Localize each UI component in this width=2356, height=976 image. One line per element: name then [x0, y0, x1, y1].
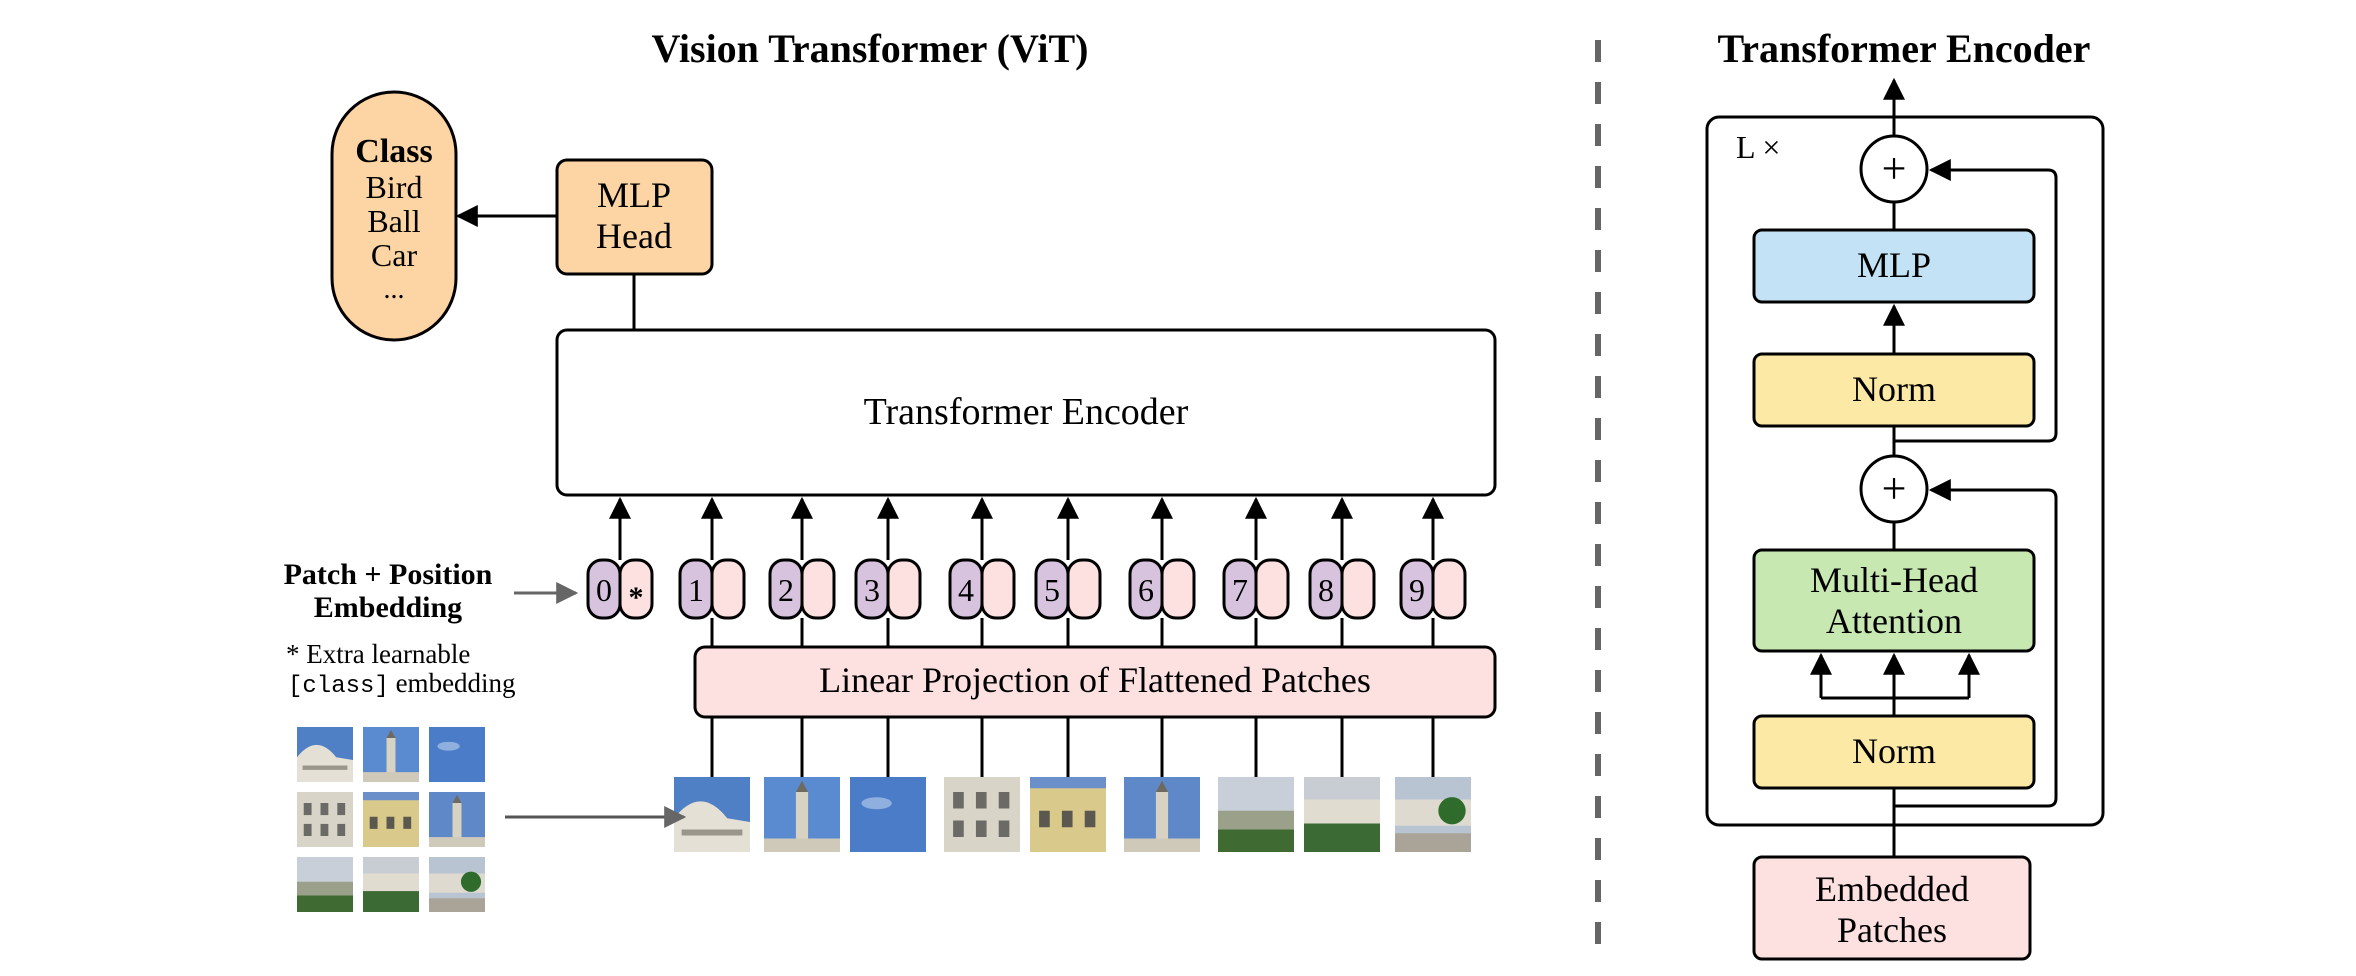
grid-patch-6 — [429, 792, 485, 847]
token-6: 6 — [1128, 496, 1196, 647]
embedded-line1: Embedded — [1815, 869, 1969, 909]
class-output: Class Bird Ball Car ... — [330, 90, 458, 342]
patch-position-label-line2: Embedding — [314, 591, 462, 624]
mlp-block: MLP — [1752, 228, 2036, 304]
grid-patch-5 — [363, 792, 419, 847]
position-number: 8 — [1318, 572, 1334, 608]
grid-patch-7 — [297, 857, 353, 912]
patch-5 — [1030, 777, 1106, 852]
patch-embedding-pill — [1254, 558, 1290, 620]
transformer-encoder-label: Transformer Encoder — [864, 391, 1189, 433]
patch-9 — [1395, 777, 1471, 852]
source-image-grid — [297, 727, 485, 912]
extra-note-line1: * Extra learnable — [286, 639, 470, 669]
patch-6 — [1124, 777, 1200, 852]
position-number: 9 — [1409, 572, 1425, 608]
position-number: 1 — [688, 572, 704, 608]
norm-top-label: Norm — [1852, 369, 1936, 409]
class-item-ellipsis: ... — [384, 274, 405, 305]
patch-embedding-pill — [1066, 558, 1102, 620]
position-number: 5 — [1044, 572, 1060, 608]
linear-projection-label: Linear Projection of Flattened Patches — [819, 660, 1371, 700]
patch-embedding-pill — [1431, 558, 1467, 620]
qkv-arrows — [1810, 652, 1980, 716]
patch-embedding-pill — [710, 558, 746, 620]
vit-title: Vision Transformer (ViT) — [651, 26, 1088, 71]
patch-7 — [1218, 777, 1294, 852]
residual-add-bottom: + — [1859, 454, 1929, 524]
extra-class-token-star: * — [629, 581, 644, 614]
grid-patch-9 — [429, 857, 485, 912]
position-number: 3 — [864, 572, 880, 608]
token-9: 9 — [1399, 496, 1467, 647]
patch-position-label-line1: Patch + Position — [284, 558, 493, 591]
residual-path-bottom — [1894, 479, 2058, 808]
class-item-bird: Bird — [366, 169, 423, 205]
linear-projection-box: Linear Projection of Flattened Patches — [693, 645, 1497, 719]
class-heading: Class — [355, 133, 432, 170]
patch-embedding-pill — [1340, 558, 1376, 620]
class-item-ball: Ball — [367, 203, 420, 239]
residual-path-top — [1894, 159, 2058, 443]
mlp-label: MLP — [1857, 245, 1931, 285]
token-3: 3 — [854, 496, 922, 647]
residual-add-top: + — [1859, 134, 1929, 204]
patch-3 — [850, 777, 926, 852]
grid-patch-4 — [297, 792, 353, 847]
patch-embedding-pill — [1160, 558, 1196, 620]
class-item-car: Car — [371, 237, 418, 273]
class-token-mono: [class] — [288, 673, 389, 700]
grid-patch-8 — [363, 857, 419, 912]
norm-bottom-label: Norm — [1852, 731, 1936, 771]
mlp-head-line1: MLP — [597, 175, 671, 215]
position-number: 0 — [596, 572, 612, 608]
repeat-label: L × — [1736, 129, 1780, 165]
patch-4 — [944, 777, 1020, 852]
norm-block-top: Norm — [1752, 352, 2036, 428]
patch-embedding-pill — [886, 558, 922, 620]
patch-embedding-pill — [980, 558, 1016, 620]
attention-block: Multi-Head Attention — [1752, 548, 2036, 653]
embedded-patches-block: Embedded Patches — [1752, 855, 2032, 961]
grid-patch-3 — [429, 727, 485, 782]
encoder-repeat-frame — [1705, 115, 2105, 827]
attention-line1: Multi-Head — [1810, 560, 1978, 600]
encoder-detail-title: Transformer Encoder — [1718, 26, 2091, 71]
mlp-head: MLP Head — [555, 158, 714, 276]
token-0: 0* — [586, 496, 654, 620]
token-1: 1 — [678, 496, 746, 647]
position-number: 2 — [778, 572, 794, 608]
position-number: 4 — [958, 572, 974, 608]
position-number: 6 — [1138, 572, 1154, 608]
mlp-head-line2: Head — [596, 216, 672, 256]
token-8: 8 — [1308, 496, 1376, 647]
plus-bottom-symbol: + — [1882, 464, 1907, 513]
plus-top-symbol: + — [1882, 144, 1907, 193]
patch-8 — [1304, 777, 1380, 852]
patch-strip — [674, 717, 1471, 852]
embedded-line2: Patches — [1837, 910, 1947, 950]
grid-patch-2 — [363, 727, 419, 782]
patch-embedding-pill — [618, 558, 654, 620]
patch-1 — [674, 777, 750, 852]
extra-note-line2: [class] embedding — [288, 668, 516, 700]
token-4: 4 — [948, 496, 1016, 647]
token-2: 2 — [768, 496, 836, 647]
extra-note-rest: embedding — [389, 668, 516, 698]
transformer-encoder-box: Transformer Encoder — [555, 328, 1497, 497]
token-5: 5 — [1034, 496, 1102, 647]
attention-line2: Attention — [1826, 601, 1962, 641]
patch-embedding-pill — [800, 558, 836, 620]
position-number: 7 — [1232, 572, 1248, 608]
grid-patch-1 — [297, 727, 353, 782]
norm-block-bottom: Norm — [1752, 714, 2036, 790]
token-7: 7 — [1222, 496, 1290, 647]
patch-2 — [764, 777, 840, 852]
